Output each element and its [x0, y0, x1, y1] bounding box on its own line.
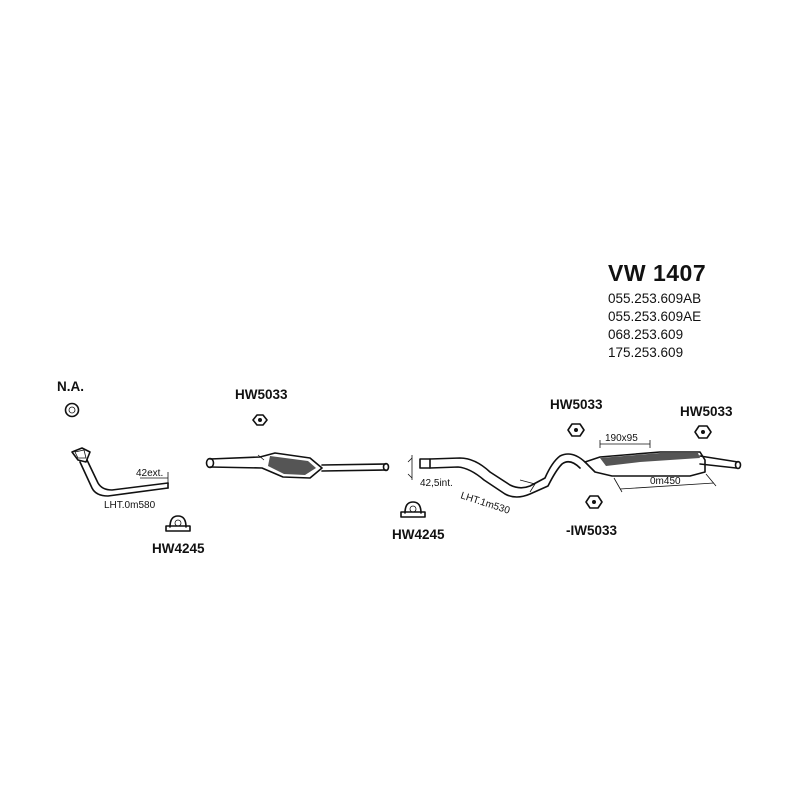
rubber-mount-icon [252, 414, 268, 426]
model-title: VW 1407 [608, 260, 707, 286]
part-number: 175.253.609 [608, 345, 684, 360]
middle-clamp-label: HW4245 [392, 527, 445, 542]
rubber-mount-icon [694, 425, 712, 439]
rear-mount-right-label: HW5033 [680, 404, 733, 419]
center-mount-label: HW5033 [235, 387, 288, 402]
gasket-ring-icon [64, 402, 80, 418]
part-number-list: 055.253.609AB 055.253.609AE 068.253.609 … [608, 290, 701, 362]
na-label: N.A. [57, 379, 84, 394]
rear-mount-top-label: HW5033 [550, 397, 603, 412]
u-clamp-icon [400, 501, 426, 518]
rear-muffler: 190x95 0m450 [584, 433, 742, 493]
rear-mount-bottom-label: -IW5033 [566, 523, 618, 538]
part-number: 055.253.609AE [608, 309, 702, 324]
muffler-section: 190x95 [605, 433, 638, 444]
u-clamp-icon [165, 515, 191, 532]
front-pipe-diameter: 42ext. [136, 468, 163, 479]
rear-pipe: 42,5int. LHT.1m530 [407, 453, 586, 517]
front-pipe: 42ext. LHT.0m580 [71, 447, 169, 511]
rubber-mount-icon [585, 495, 603, 509]
part-number: 068.253.609 [608, 327, 684, 342]
rubber-mount-icon [567, 423, 585, 437]
front-pipe-length: LHT.0m580 [104, 500, 156, 511]
front-clamp-label: HW4245 [152, 541, 205, 556]
rear-pipe-diameter: 42,5int. [420, 478, 453, 489]
muffler-length: 0m450 [650, 476, 681, 487]
rear-pipe-length: LHT.1m530 [459, 490, 511, 516]
center-pipe [205, 452, 390, 479]
part-number: 055.253.609AB [608, 291, 702, 306]
